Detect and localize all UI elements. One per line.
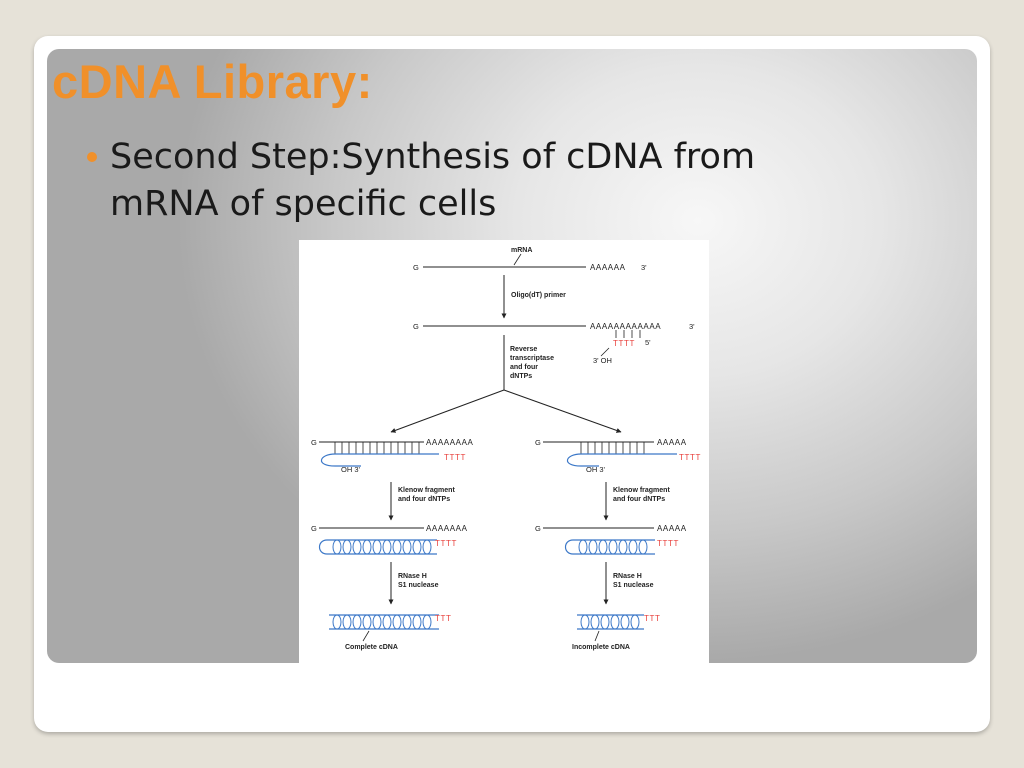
left-primer: TTTT <box>444 453 466 462</box>
right-five-prime: G <box>535 438 541 447</box>
oh-label: 3' OH <box>593 356 612 365</box>
left-polya: AAAAAAAA <box>426 438 474 447</box>
rt-label-3: and four <box>510 364 538 371</box>
primer-ticks <box>615 330 641 338</box>
right-polya: AAAAA <box>657 438 687 447</box>
mrna2-three-prime: 3' <box>689 322 695 331</box>
cdna-synthesis-diagram: mRNA G AAAAAA 3' Oligo(dT) primer G AAAA… <box>299 240 709 664</box>
slide-title: cDNA Library: <box>52 55 373 108</box>
klenow-right-1: Klenow fragment <box>613 487 670 494</box>
left-oh: OH 3' <box>341 465 361 474</box>
rnase-right-1: RNase H <box>613 573 642 580</box>
left-double-strand: G AAAAAAA TTTT <box>311 524 468 555</box>
rnase-left-2: S1 nuclease <box>398 582 439 589</box>
klenow-right-2: and four dNTPs <box>613 496 665 503</box>
mrna2-polya: AAAAAAAAAAAA <box>590 322 661 331</box>
bullet-line-2: mRNA of specific cells <box>110 184 497 224</box>
rt-label-2: transcriptase <box>510 355 554 362</box>
right-primer: TTTT <box>679 453 701 462</box>
oligo-dt-label: Oligo(dT) primer <box>511 292 566 299</box>
right-hairpin: G AAAAA TTTT OH 3' <box>535 438 701 474</box>
left-hairpin: G AAAAAAAA TTTT OH 3' <box>311 438 474 474</box>
mrna-label: mRNA <box>511 247 532 254</box>
left-final-primer: TTT <box>435 614 451 623</box>
oligo-dt-primer: TTTT <box>613 339 635 348</box>
right-final-primer: TTT <box>644 614 660 623</box>
rnase-left-1: RNase H <box>398 573 427 580</box>
right-oh: OH 3' <box>586 465 606 474</box>
right-double-strand: G AAAAA TTTT <box>535 524 687 555</box>
diagram-svg: mRNA G AAAAAA 3' Oligo(dT) primer G AAAA… <box>311 247 701 651</box>
bullet-line-1: Second Step:Synthesis of cDNA from <box>110 137 756 177</box>
branch-arrow-right <box>503 389 622 433</box>
mrna-five-prime: G <box>413 263 419 272</box>
rt-label-1: Reverse <box>510 346 537 353</box>
left-complete-cdna: TTT Complete cDNA <box>329 614 451 651</box>
right-incomplete-cdna: TTT Incomplete cDNA <box>572 614 660 651</box>
right-ds-five-prime: G <box>535 524 541 533</box>
right-ds-polya: AAAAA <box>657 524 687 533</box>
primer-five-prime: 5' <box>645 338 651 347</box>
oh-pointer <box>600 347 610 357</box>
left-ds-five-prime: G <box>311 524 317 533</box>
rt-label-4: dNTPs <box>510 373 532 380</box>
incomplete-cdna-label: Incomplete cDNA <box>572 644 630 651</box>
right-ds-primer: TTTT <box>657 539 679 548</box>
mrna-three-prime: 3' <box>641 263 647 272</box>
rnase-right-2: S1 nuclease <box>613 582 654 589</box>
left-ds-polya: AAAAAAA <box>426 524 468 533</box>
left-ds-primer: TTTT <box>435 539 457 548</box>
complete-cdna-label: Complete cDNA <box>345 644 398 651</box>
left-five-prime: G <box>311 438 317 447</box>
mrna2-five-prime: G <box>413 322 419 331</box>
klenow-left-2: and four dNTPs <box>398 496 450 503</box>
klenow-left-1: Klenow fragment <box>398 487 455 494</box>
bullet-dot <box>87 152 97 162</box>
mrna-polya: AAAAAA <box>590 263 626 272</box>
mrna-pointer <box>513 253 522 266</box>
bullet-text: Second Step:Synthesis of cDNA from mRNA … <box>110 134 930 228</box>
branch-arrow-left <box>390 389 505 433</box>
